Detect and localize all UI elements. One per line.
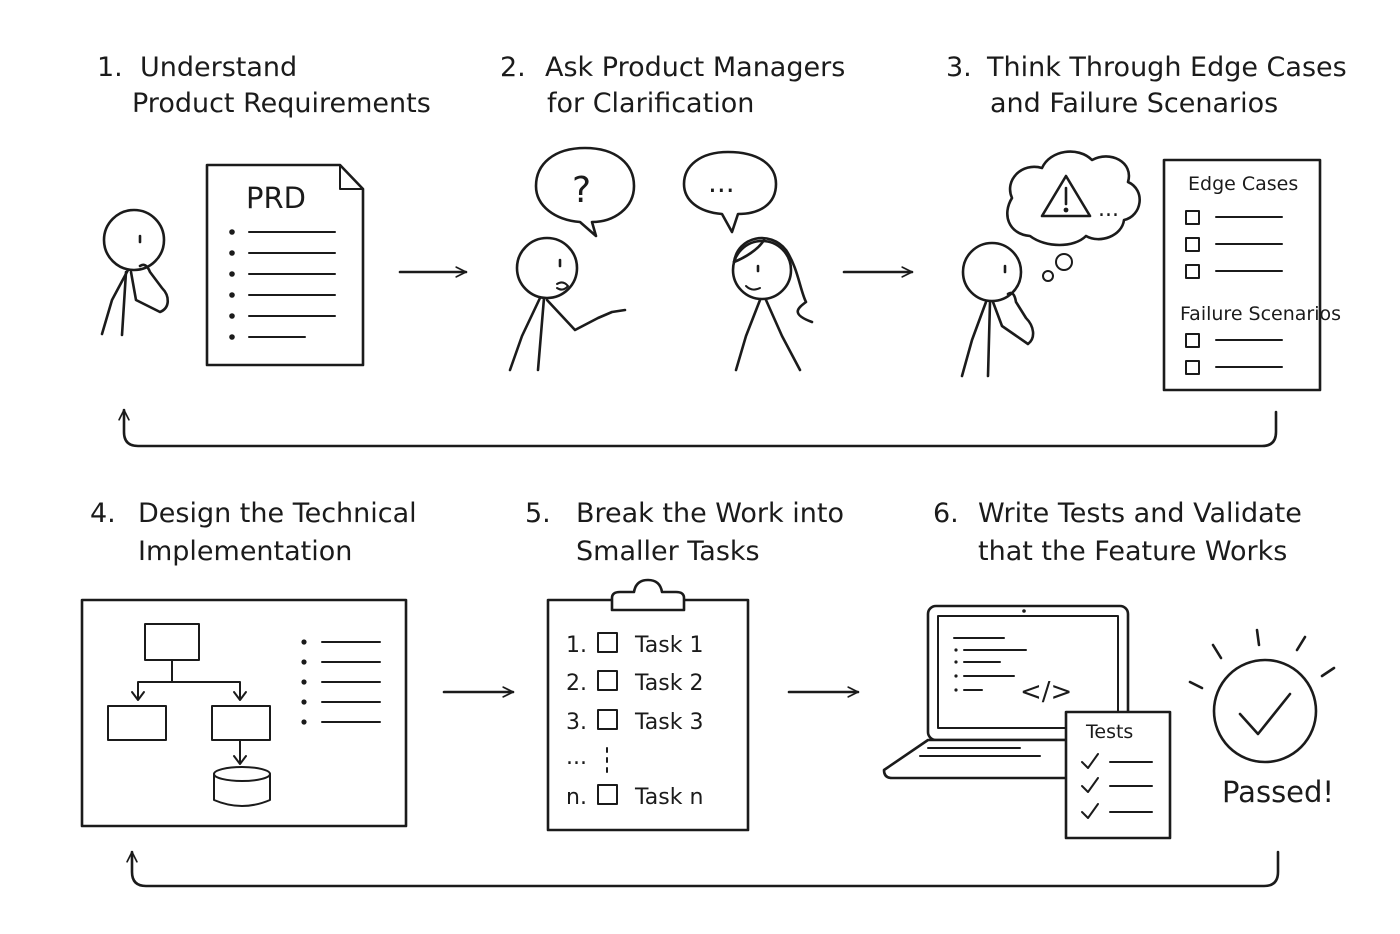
checkbox-icon xyxy=(1185,210,1200,225)
step-2-title: 2. Ask Product Managers for Clarificatio… xyxy=(500,52,845,119)
task-item: 3. Task 3 xyxy=(566,709,703,735)
loop-back-arrow-icon xyxy=(118,408,1278,448)
task-item: n. Task n xyxy=(566,784,703,810)
step-number: 5. xyxy=(525,498,551,529)
document-heading: PRD xyxy=(246,181,306,215)
thought-bubble-icon: ... xyxy=(1006,150,1141,282)
task-label: Task n xyxy=(634,785,703,810)
code-tag: </> xyxy=(1020,677,1072,707)
edge-cases-heading: Edge Cases xyxy=(1188,173,1298,195)
task-label: Task 2 xyxy=(634,671,703,696)
thought-ellipsis: ... xyxy=(1098,197,1119,222)
clipboard-icon: 1. Task 1 2. Task 2 3. Task 3 ... n. Tas… xyxy=(546,578,750,832)
tests-sheet-icon: Tests xyxy=(1064,710,1172,840)
checkbox-icon xyxy=(597,632,618,653)
step-title-line: Break the Work into xyxy=(576,498,844,529)
document-bullet-list xyxy=(229,229,336,340)
flowchart-icon xyxy=(80,598,408,828)
step-title-line: for Clarification xyxy=(547,88,754,119)
checkbox-icon xyxy=(1185,264,1200,279)
passed-label: Passed! xyxy=(1222,775,1334,809)
step-1-title: 1. Understand Product Requirements xyxy=(97,52,431,119)
task-number: 2. xyxy=(566,671,587,696)
step-title-line: that the Feature Works xyxy=(978,536,1287,567)
database-icon xyxy=(213,766,271,807)
task-number: n. xyxy=(566,785,587,810)
task-label: Task 1 xyxy=(634,633,703,658)
task-label: Task 3 xyxy=(634,710,703,735)
checkbox-icon xyxy=(597,670,618,691)
task-item: 1. Task 1 xyxy=(566,632,703,658)
check-icon xyxy=(1081,753,1099,769)
step-4-title: 4. Design the Technical Implementation xyxy=(90,498,417,567)
step-title-line: Product Requirements xyxy=(132,88,431,119)
step-number: 3. xyxy=(946,52,972,83)
design-notes-list xyxy=(301,639,381,725)
speech-bubble-icon: ... xyxy=(682,150,778,234)
step-title-line: Implementation xyxy=(138,536,352,567)
person-thinking-icon xyxy=(960,241,1035,378)
step-number: 4. xyxy=(90,498,116,529)
checkbox-icon xyxy=(1185,360,1200,375)
step-title-line: Write Tests and Validate xyxy=(978,498,1302,529)
task-ellipsis: ... xyxy=(566,745,587,770)
checklist-icon: Edge Cases Failure Scenarios xyxy=(1162,158,1341,392)
step-number: 1. xyxy=(97,52,123,83)
checkbox-icon xyxy=(597,784,618,805)
step-5-title: 5. Break the Work into Smaller Tasks xyxy=(525,498,844,567)
speech-bubble-icon: ? xyxy=(534,146,636,238)
step-number: 6. xyxy=(933,498,959,529)
check-icon xyxy=(1081,803,1099,819)
step-title-line: Smaller Tasks xyxy=(576,536,760,567)
step-title-line: and Failure Scenarios xyxy=(990,88,1278,119)
check-icon xyxy=(1081,777,1099,793)
task-number: 3. xyxy=(566,710,587,735)
reply-ellipsis: ... xyxy=(708,166,735,199)
person-thinking-icon xyxy=(100,208,170,337)
step-title-line: Understand xyxy=(140,52,297,83)
task-number: 1. xyxy=(566,633,587,658)
tests-heading: Tests xyxy=(1085,721,1133,743)
checkbox-icon xyxy=(1185,333,1200,348)
step-title-line: Design the Technical xyxy=(138,498,417,529)
failure-scenarios-heading: Failure Scenarios xyxy=(1180,303,1341,325)
code-lines xyxy=(953,637,1027,692)
person-asking-icon xyxy=(508,236,627,372)
warning-icon xyxy=(1040,174,1092,218)
step-title-line: Ask Product Managers xyxy=(545,52,845,83)
step-title-line: Think Through Edge Cases xyxy=(986,52,1347,83)
person-manager-icon xyxy=(731,236,814,372)
checkmark-circle-icon xyxy=(1188,628,1336,764)
step-3-title: 3. Think Through Edge Cases and Failure … xyxy=(946,52,1347,119)
checkbox-icon xyxy=(1185,237,1200,252)
loop-back-arrow-icon xyxy=(126,850,1280,888)
step-6-title: 6. Write Tests and Validate that the Fea… xyxy=(933,498,1302,567)
document-icon: PRD xyxy=(205,163,365,367)
question-mark: ? xyxy=(572,170,591,211)
step-number: 2. xyxy=(500,52,526,83)
task-item: 2. Task 2 xyxy=(566,670,703,696)
checkbox-icon xyxy=(597,709,618,730)
